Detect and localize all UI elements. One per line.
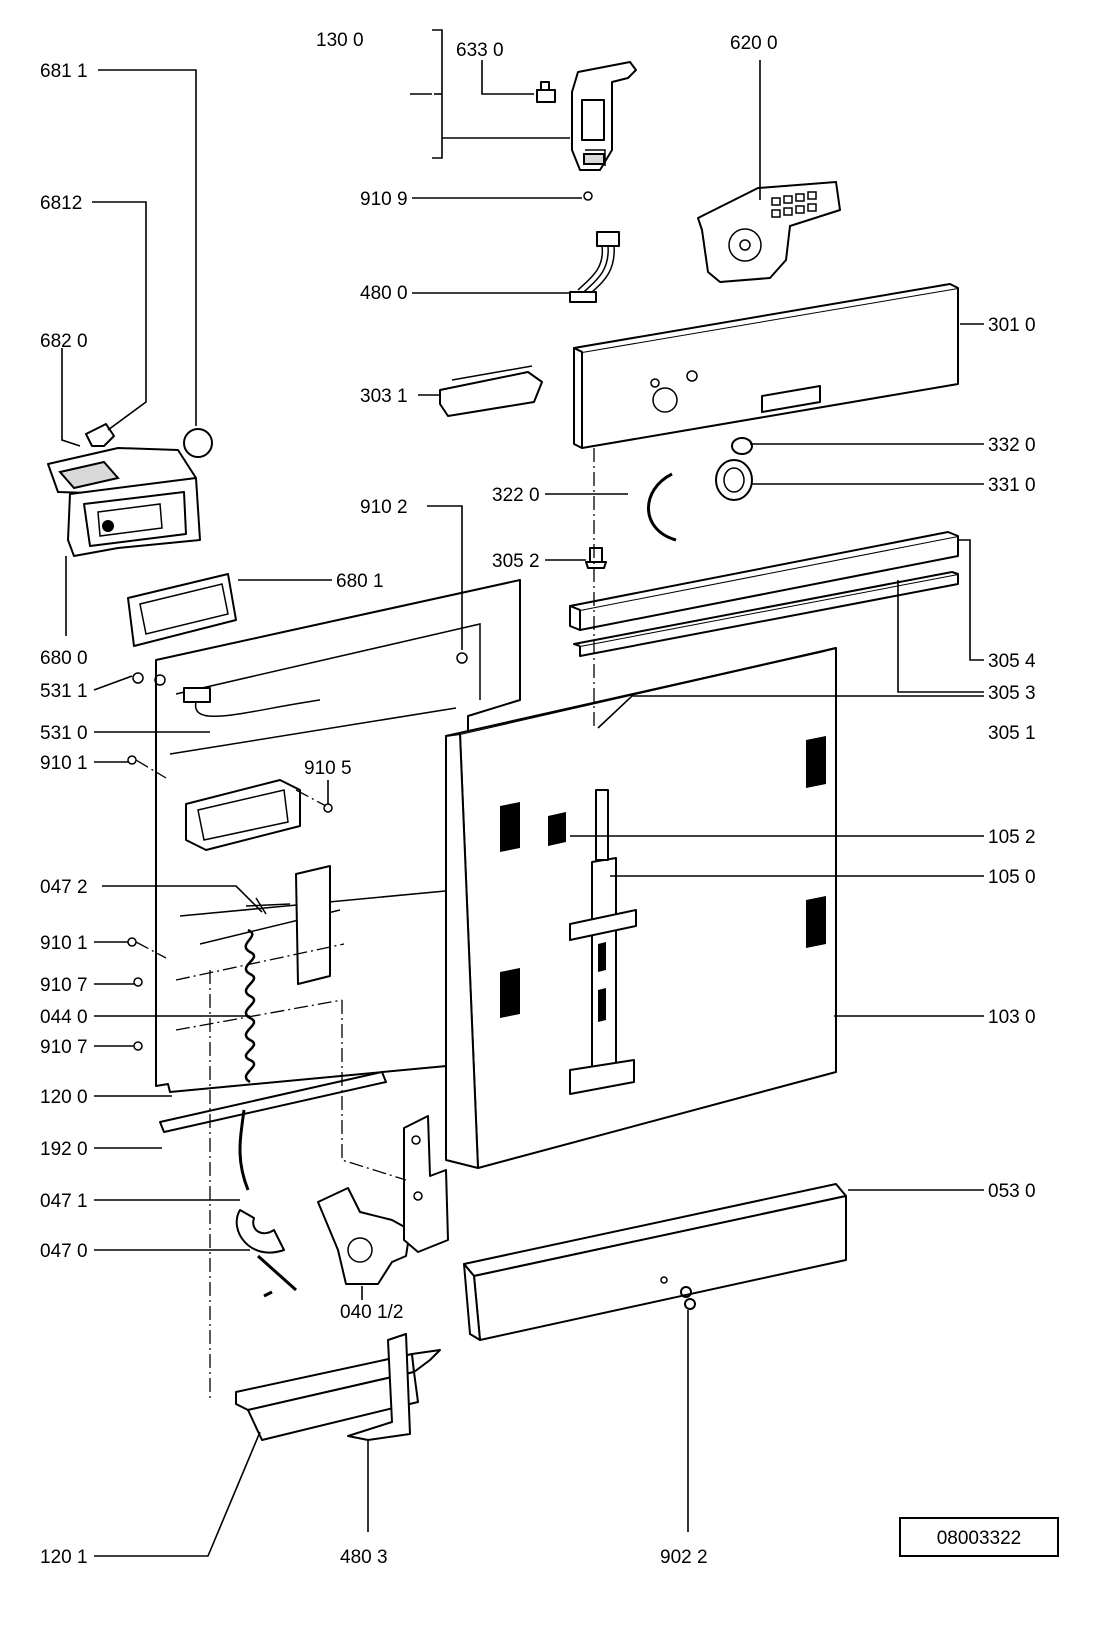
label-105-0: 105 0 <box>988 867 1036 888</box>
dispenser-part <box>47 447 201 557</box>
label-120-1: 120 1 <box>40 1547 88 1568</box>
label-480-3: 480 3 <box>340 1547 388 1568</box>
screw-9102 <box>456 652 468 664</box>
label-305-3: 305 3 <box>988 683 1036 704</box>
small-cover-part <box>85 423 115 447</box>
label-040-1-2: 040 1/2 <box>340 1302 403 1323</box>
label-047-1: 047 1 <box>40 1191 88 1212</box>
cap-part <box>183 428 213 458</box>
document-number-box: 08003322 <box>899 1517 1059 1557</box>
label-303-1: 303 1 <box>360 386 408 407</box>
screw-small-part <box>680 1286 696 1310</box>
label-910-5: 910 5 <box>304 758 352 779</box>
label-103-0: 103 0 <box>988 1007 1036 1028</box>
label-910-9: 910 9 <box>360 189 408 210</box>
label-910-1-a: 910 1 <box>40 753 88 774</box>
knob-insert-part <box>731 437 753 455</box>
cable-part <box>235 1109 298 1298</box>
label-531-0: 531 0 <box>40 723 88 744</box>
label-680-1: 680 1 <box>336 571 384 592</box>
label-633-0: 633 0 <box>456 40 504 61</box>
control-board-part <box>697 181 841 283</box>
control-panel-part <box>573 283 959 449</box>
label-902-2: 902 2 <box>660 1547 708 1568</box>
selector-knob-part <box>715 459 753 501</box>
microswitch-part <box>536 81 556 103</box>
label-480-0: 480 0 <box>360 283 408 304</box>
screw-9109 <box>583 191 593 201</box>
label-682-0: 682 0 <box>40 331 88 352</box>
wire-harness-part <box>569 231 620 303</box>
label-120-0: 120 0 <box>40 1087 88 1108</box>
label-047-2: 047 2 <box>40 877 88 898</box>
handle-part <box>439 365 543 417</box>
label-910-2: 910 2 <box>360 497 408 518</box>
leader-lines <box>61 29 984 1557</box>
label-053-0: 053 0 <box>988 1181 1036 1202</box>
kick-plate-part <box>463 1183 847 1341</box>
label-531-1: 531 1 <box>40 681 88 702</box>
label-910-7-b: 910 7 <box>40 1037 88 1058</box>
label-322-0: 322 0 <box>492 485 540 506</box>
screw-9101a <box>127 755 137 765</box>
label-105-2: 105 2 <box>988 827 1036 848</box>
label-6812: 6812 <box>40 193 82 214</box>
part-labels: 681 1 130 0 633 0 620 0 6812 910 9 480 0… <box>40 30 1036 1568</box>
label-910-7-a: 910 7 <box>40 975 88 996</box>
label-305-1: 305 1 <box>988 723 1036 744</box>
document-number: 08003322 <box>937 1528 1022 1549</box>
gasket-part <box>127 573 237 647</box>
pin-part <box>585 547 607 569</box>
label-331-0: 331 0 <box>988 475 1036 496</box>
bottom-seal-part <box>159 1071 387 1133</box>
top-profile-part <box>569 531 959 631</box>
seal-strip-part <box>573 571 959 657</box>
door-latch-part <box>571 61 637 171</box>
label-301-0: 301 0 <box>988 315 1036 336</box>
label-681-1: 681 1 <box>40 61 88 82</box>
screw-9107a <box>133 977 143 987</box>
clip-ring-part <box>647 472 677 542</box>
assembly-lines <box>135 448 595 1402</box>
screw-5311 <box>132 672 144 684</box>
lower-plate-part <box>235 1349 441 1441</box>
label-047-0: 047 0 <box>40 1241 88 1262</box>
label-620-0: 620 0 <box>730 33 778 54</box>
spring-part <box>244 897 291 1084</box>
label-192-0: 192 0 <box>40 1139 88 1160</box>
screw-9107b <box>133 1041 143 1051</box>
hinge-part <box>317 1115 449 1285</box>
label-332-0: 332 0 <box>988 435 1036 456</box>
label-910-1-b: 910 1 <box>40 933 88 954</box>
label-130-0: 130 0 <box>316 30 364 51</box>
label-305-2: 305 2 <box>492 551 540 572</box>
screw-9101b <box>127 937 137 947</box>
label-680-0: 680 0 <box>40 648 88 669</box>
outer-door-part <box>445 647 837 1169</box>
label-044-0: 044 0 <box>40 1007 88 1028</box>
label-305-4: 305 4 <box>988 651 1036 672</box>
